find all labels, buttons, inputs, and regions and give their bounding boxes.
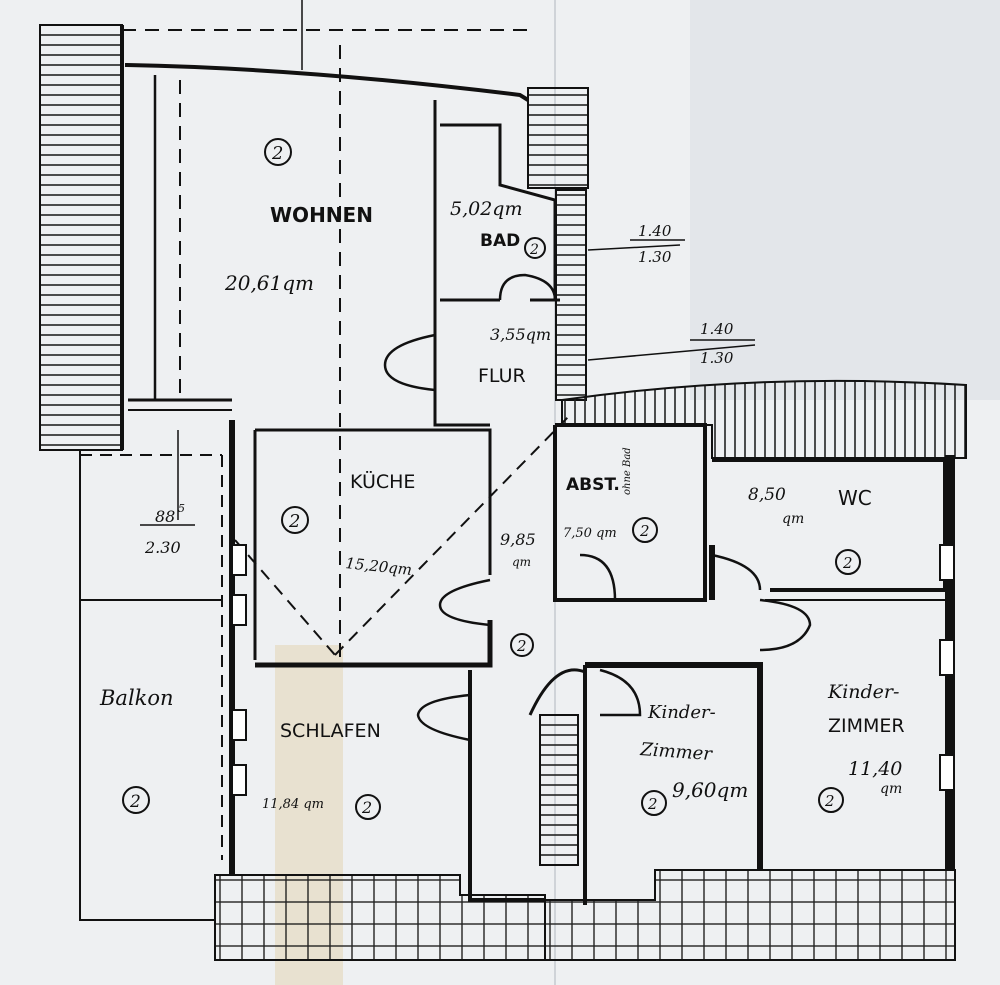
area-wohnen: 20,61qm <box>224 271 314 295</box>
marker-kinder-small: 2 <box>647 795 658 813</box>
room-label-abst: ABST. <box>566 475 620 495</box>
room-label-wc: WC <box>838 486 872 510</box>
area-kinder-large-num: 11,40 <box>848 758 902 780</box>
dim-window-upper-top: 1.40 <box>638 222 672 240</box>
dim-balkon-top: 88 <box>155 507 175 526</box>
area-flur: 3,55qm <box>490 325 551 344</box>
area-kinder-small: 9,60qm <box>672 778 748 802</box>
roof-slope-bottom-left <box>214 874 546 961</box>
area-schlafen: 11,84 qm <box>262 797 324 812</box>
room-label-wohnen: WOHNEN <box>270 203 373 227</box>
room-label-kinder-large-1: Kinder- <box>827 681 899 703</box>
area-bad: 5,02qm <box>450 198 522 220</box>
paper-shadow <box>690 0 1000 400</box>
room-label-flur: FLUR <box>478 365 526 387</box>
abst-side-text: ohne Bad <box>622 447 633 495</box>
marker-bad: 2 <box>529 242 539 258</box>
dimension-leaders <box>140 0 756 526</box>
room-label-schlafen: SCHLAFEN <box>280 720 381 742</box>
roof-slope-left <box>39 24 123 451</box>
marker-kinder-large: 2 <box>824 792 835 810</box>
roof-slope-right <box>561 379 967 459</box>
room-label-kinder-small-1: Kinder- <box>647 702 716 723</box>
dim-balkon-sup: 5 <box>178 502 185 515</box>
area-hall-unit: qm <box>512 555 531 569</box>
area-kinder-large-unit: qm <box>880 781 902 797</box>
marker-wohnen: 2 <box>271 143 283 164</box>
area-wc-unit: qm <box>782 511 804 527</box>
roof-slope-bad <box>527 87 589 189</box>
marker-hall: 2 <box>516 637 527 655</box>
area-wc-num: 8,50 <box>748 485 786 505</box>
roof-slope-flur <box>555 189 587 401</box>
room-label-kueche: KÜCHE <box>350 470 415 493</box>
room-label-balkon: Balkon <box>99 686 174 710</box>
marker-schlafen: 2 <box>361 798 372 817</box>
dim-window-lower-bottom: 1.30 <box>700 349 734 367</box>
dim-window-lower-top: 1.40 <box>700 320 734 338</box>
room-label-kinder-small-2: Zimmer <box>639 739 714 765</box>
windows <box>231 544 955 796</box>
room-label-bad: BAD <box>480 231 520 251</box>
dim-balkon-bottom: 2.30 <box>144 538 181 557</box>
area-hall-num: 9,85 <box>500 530 536 549</box>
room-markers <box>122 138 861 820</box>
marker-wc: 2 <box>842 554 853 572</box>
dim-window-upper-bottom: 1.30 <box>638 248 672 266</box>
marker-kueche: 2 <box>288 511 300 532</box>
area-abst: 7,50 qm <box>563 526 617 541</box>
marker-abst: 2 <box>639 522 650 540</box>
marker-balkon: 2 <box>129 792 141 812</box>
room-label-kinder-large-2: ZIMMER <box>828 715 905 737</box>
doors <box>383 273 812 742</box>
